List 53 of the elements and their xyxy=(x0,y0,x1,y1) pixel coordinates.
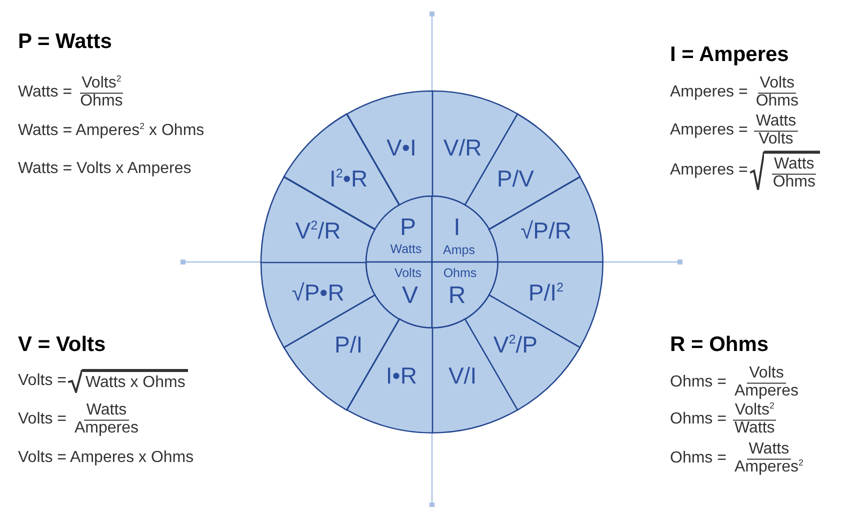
quantity-name: Watts xyxy=(390,242,422,256)
formula-text: Ohms = xyxy=(670,374,726,392)
formula-text: Amperes = xyxy=(670,122,748,140)
numerator: Watts xyxy=(772,156,816,174)
formula-text: Amperes = xyxy=(670,162,748,180)
formula-label: V$^{2}$/R xyxy=(295,220,341,243)
formula-label: V/I xyxy=(448,364,477,388)
formula-label: P/I xyxy=(334,334,363,357)
numerator: Volts$^{2}$ xyxy=(80,76,124,94)
denominator: Volts xyxy=(758,132,794,148)
quantity-name: Amps xyxy=(443,244,475,256)
formula-label: P/I$^{2}$ xyxy=(528,281,564,304)
numerator: Watts xyxy=(84,402,129,420)
formula-label: P xyxy=(400,216,416,240)
formula-label: I$^{2}$•R xyxy=(330,167,368,190)
formula-label: V xyxy=(402,284,418,308)
formula-label: V•I xyxy=(386,136,416,160)
formula-text: Ohms = xyxy=(670,411,726,429)
section-heading: V = Volts xyxy=(18,333,106,357)
quantity-name: Volts xyxy=(394,266,422,280)
denominator: Amperes xyxy=(73,420,140,438)
formula-text: Watts = Amperes$^{2}$ x Ohms xyxy=(18,122,204,140)
denominator: Watts xyxy=(733,420,776,438)
formula-text: Watts = xyxy=(18,84,72,102)
quantity-name: Ohms xyxy=(443,266,477,280)
denominator: Amperes xyxy=(733,384,800,400)
formula-text: Watts x Ohms xyxy=(82,369,188,393)
denominator: Ohms xyxy=(772,174,816,192)
denominator: Ohms xyxy=(754,94,800,110)
formula-label: √P•R xyxy=(292,281,344,304)
formula-text: Ohms = xyxy=(670,450,726,468)
section-heading: I = Amperes xyxy=(670,43,789,67)
numerator: Volts xyxy=(758,76,796,94)
formula-label: P/V xyxy=(496,167,534,190)
formula-text: Volts = Amperes x Ohms xyxy=(18,449,194,467)
section-heading: R = Ohms xyxy=(670,333,769,357)
denominator: Ohms xyxy=(79,94,124,110)
denominator: Amperes$^{2}$ xyxy=(733,460,804,476)
formula-text: Volts = xyxy=(18,411,66,429)
formula-label: R xyxy=(448,284,466,308)
formula-label: V$^{2}$/P xyxy=(493,334,538,357)
numerator: Volts xyxy=(747,366,786,384)
formula-text: Watts = Volts x Amperes xyxy=(18,160,192,178)
formula-label: I•R xyxy=(386,364,417,388)
numerator: Watts xyxy=(754,114,798,132)
formula-text: Volts = xyxy=(18,372,66,390)
formula-label: √P/R xyxy=(520,220,572,243)
formula-text: Amperes = xyxy=(670,84,748,102)
formula-label: V/R xyxy=(443,136,482,160)
numerator: Watts xyxy=(746,442,792,460)
section-heading: P = Watts xyxy=(18,30,112,54)
formula-label: I xyxy=(454,216,460,240)
numerator: Volts$^{2}$ xyxy=(732,402,776,420)
